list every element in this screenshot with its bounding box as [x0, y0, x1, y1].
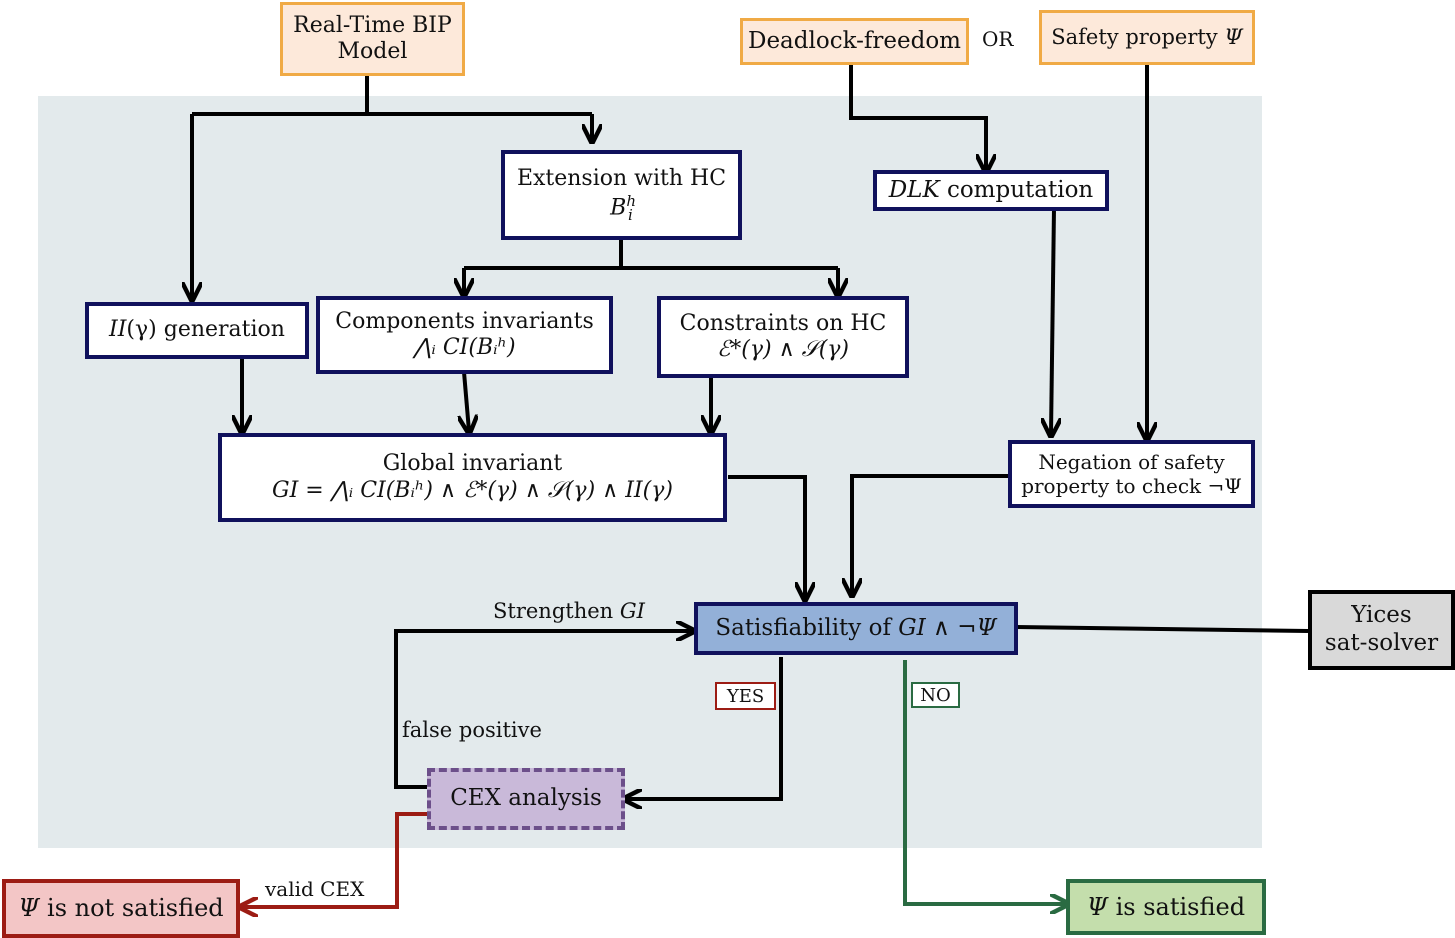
edge-components-to-global	[464, 371, 469, 431]
extension-b: B	[610, 195, 627, 221]
negation-box: Negation of safety property to check ¬Ψ	[1008, 440, 1255, 508]
satisfied-box: Ψ is satisfied	[1066, 879, 1266, 935]
dlk-box: DLK computation	[873, 170, 1109, 211]
ii-label: generation	[156, 317, 285, 343]
not-satisfied-box: Ψ is not satisfied	[2, 879, 240, 938]
constraints-line2: ℰ*(γ) ∧ 𝒮(γ)	[716, 337, 850, 362]
edge-no-to-satisfied	[903, 660, 1066, 904]
not-satisfied-label: is not satisfied	[39, 894, 224, 923]
psi-symbol: Ψ	[1224, 24, 1243, 49]
dlk-math: DLK	[888, 176, 940, 203]
satisfied-psi: Ψ	[1086, 892, 1108, 921]
solver-line2: sat-solver	[1324, 630, 1439, 656]
model-line2: Model	[337, 39, 408, 64]
false-positive-label: false positive	[402, 718, 542, 742]
yes-tag: YES	[715, 682, 776, 710]
components-box: Components invariants ⋀ᵢ CI(Bᵢʰ)	[316, 296, 613, 374]
extension-box: Extension with HC Bhi	[501, 150, 742, 240]
satisfiability-label: Satisfiability of	[715, 614, 899, 641]
ii-math: II	[109, 317, 127, 343]
ii-generation-box: II(γ) generation	[85, 302, 309, 359]
satisfiability-box: Satisfiability of GI ∧ ¬Ψ	[694, 602, 1018, 655]
edge-strengthen	[394, 631, 692, 789]
no-tag: NO	[911, 682, 960, 708]
solver-box: Yices sat-solver	[1308, 590, 1455, 670]
constraints-box: Constraints on HC ℰ*(γ) ∧ 𝒮(γ)	[657, 296, 909, 378]
model-box: Real-Time BIP Model	[280, 2, 465, 76]
strengthen-math: GI	[619, 599, 645, 623]
components-line1: Components invariants	[335, 308, 594, 334]
global-line1: Global invariant	[382, 451, 563, 477]
solver-line1: Yices	[1351, 602, 1412, 629]
components-line2: ⋀ᵢ CI(Bᵢʰ)	[413, 335, 516, 360]
safety-label: Safety property	[1051, 24, 1218, 49]
edge-deadlock-to-dlk	[849, 64, 986, 170]
strengthen-text: Strengthen	[493, 599, 620, 623]
global-invariant-box: Global invariant GI = ⋀ᵢ CI(Bᵢʰ) ∧ ℰ*(γ)…	[218, 433, 727, 522]
model-line1: Real-Time BIP	[293, 12, 452, 38]
edge-global-to-sat	[728, 475, 805, 598]
not-satisfied-psi: Ψ	[18, 894, 40, 923]
negation-line1: Negation of safety	[1038, 450, 1225, 474]
edge-sat-to-solver	[1015, 625, 1309, 633]
valid-cex-label: valid CEX	[265, 877, 365, 901]
satisfied-label: is satisfied	[1107, 892, 1246, 921]
cex-analysis-box: CEX analysis	[427, 768, 625, 830]
negation-line2: property to check ¬Ψ	[1021, 474, 1242, 498]
extension-line1: Extension with HC	[516, 165, 727, 191]
edge-yes-to-cex	[626, 657, 783, 799]
deadlock-box: Deadlock-freedom	[740, 18, 969, 65]
or-label: OR	[982, 27, 1014, 51]
extension-math: Bhi	[610, 192, 637, 225]
ii-paren: (γ)	[126, 317, 157, 343]
global-line2: GI = ⋀ᵢ CI(Bᵢʰ) ∧ ℰ*(γ) ∧ 𝒮(γ) ∧ II(γ)	[272, 477, 673, 503]
edge-valid-cex	[242, 812, 429, 907]
safety-box: Safety property Ψ	[1039, 10, 1255, 65]
extension-sub: i	[628, 206, 633, 225]
satisfiability-math: GI ∧ ¬Ψ	[898, 614, 997, 641]
edge-dlk-to-negation	[1051, 207, 1054, 434]
edge-negation-to-sat	[852, 474, 1009, 594]
deadlock-label: Deadlock-freedom	[748, 27, 961, 54]
extension-sup: h	[626, 192, 637, 211]
dlk-label: computation	[939, 176, 1094, 203]
constraints-line1: Constraints on HC	[679, 310, 887, 336]
cex-label: CEX analysis	[450, 785, 602, 812]
strengthen-label: Strengthen GI	[493, 599, 645, 623]
